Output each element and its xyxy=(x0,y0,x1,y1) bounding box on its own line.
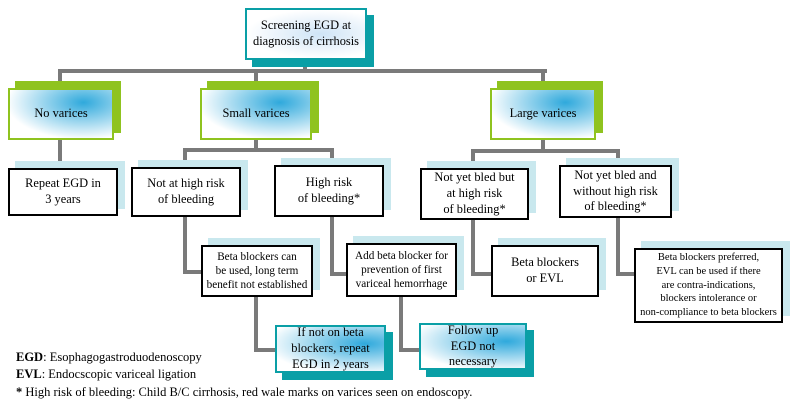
connector xyxy=(541,140,545,152)
node-add-beta-blocker: Add beta blocker for prevention of first… xyxy=(346,243,457,297)
node-small-varices: Small varices xyxy=(200,88,312,140)
node-large-varices: Large varices xyxy=(490,88,596,140)
node-high-risk: High risk of bleeding* xyxy=(274,165,384,217)
connector xyxy=(399,297,403,352)
connector xyxy=(303,60,307,71)
connector xyxy=(330,272,349,276)
legend-line-evl: EVL: Endocscopic variceal ligation xyxy=(16,366,472,383)
node-beta-blockers-can-be-used: Beta blockers can be used, long term ben… xyxy=(201,245,313,297)
connector xyxy=(183,150,187,167)
legend-def-high-risk: High risk of bleeding: Child B/C cirrhos… xyxy=(22,384,473,399)
connector xyxy=(471,272,494,276)
node-not-yet-bled-high-risk: Not yet bled but at high risk of bleedin… xyxy=(420,168,529,220)
legend-def-evl: : Endocscopic variceal ligation xyxy=(41,367,197,382)
connector xyxy=(254,140,258,152)
connector xyxy=(254,71,258,88)
connector xyxy=(616,151,620,165)
node-beta-blockers-preferred: Beta blockers preferred, EVL can be used… xyxy=(634,248,783,323)
connector xyxy=(616,218,620,276)
node-repeat-egd-3-years: Repeat EGD in 3 years xyxy=(8,168,118,216)
node-not-at-high-risk: Not at high risk of bleeding xyxy=(131,167,241,217)
connector xyxy=(471,151,475,168)
connector xyxy=(58,69,547,73)
node-beta-blockers-or-evl: Beta blockers or EVL xyxy=(491,245,599,297)
node-no-varices: No varices xyxy=(8,88,114,140)
legend-line-high-risk-note: * High risk of bleeding: Child B/C cirrh… xyxy=(16,384,472,401)
connector xyxy=(471,149,620,153)
connector xyxy=(330,217,334,276)
legend-term-asterisk: * xyxy=(16,384,23,399)
connector xyxy=(330,150,334,165)
connector xyxy=(58,140,62,168)
connector xyxy=(183,148,334,152)
legend-line-egd: EGD: Esophagogastroduodenoscopy xyxy=(16,349,472,366)
legend-def-egd: : Esophagogastroduodenoscopy xyxy=(43,350,202,364)
connector xyxy=(471,220,475,276)
connector xyxy=(58,71,62,88)
node-follow-up-egd-not-necessary: Follow up EGD not necessary xyxy=(419,323,527,370)
node-screening-egd: Screening EGD at diagnosis of cirrhosis xyxy=(245,8,367,60)
node-not-yet-bled-without-high-risk: Not yet bled and without high risk of bl… xyxy=(559,165,672,218)
connector xyxy=(183,217,187,274)
connector xyxy=(254,348,277,352)
legend: EGD: Esophagogastroduodenoscopy EVL: End… xyxy=(16,349,472,401)
connector xyxy=(183,270,204,274)
connector xyxy=(541,71,545,88)
connector xyxy=(254,297,258,352)
legend-term-egd: EGD xyxy=(16,350,44,364)
connector xyxy=(399,348,422,352)
node-if-not-on-beta-blockers: If not on beta blockers, repeat EGD in 2… xyxy=(275,325,386,373)
legend-term-evl: EVL xyxy=(16,367,42,382)
connector xyxy=(616,272,637,276)
